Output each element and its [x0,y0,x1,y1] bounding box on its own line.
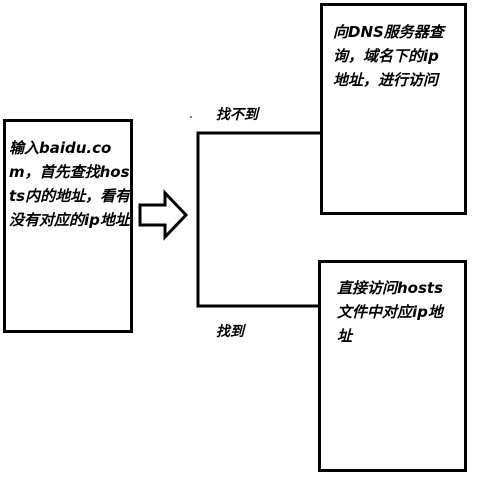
hosts-access-text: 直接访问hosts文件中对应ip地址 [337,279,444,345]
input-lookup-text: 输入baidu.com，首先查找hosts内的地址，看有没有对应的ip地址 [9,139,131,229]
not-found-label: 找不到 [216,107,258,123]
found-label: 找到 [216,324,244,340]
dns-query-box [320,3,467,215]
input-lookup-box [3,119,133,333]
hollow-arrow-icon [138,189,189,241]
branch-connector-line [196,131,322,308]
dns-query-text: 向DNS服务器查询，域名下的ip地址，进行访问 [333,23,444,89]
hosts-access-box [318,260,467,472]
